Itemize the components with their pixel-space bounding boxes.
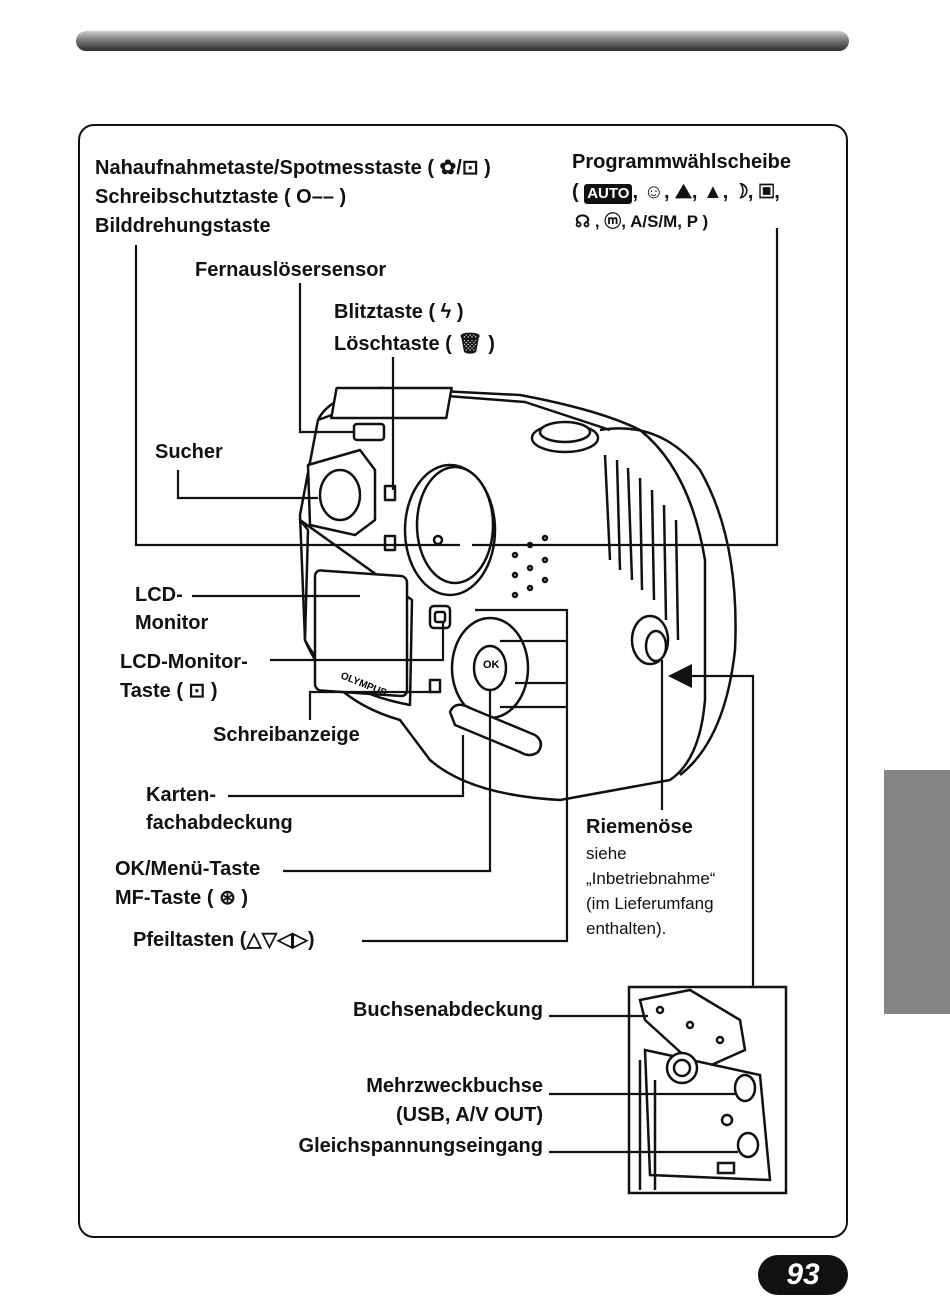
strap-note-4: enthalten). bbox=[586, 919, 667, 938]
arrow-keys-label: Pfeiltasten (△▽◁▷) bbox=[133, 929, 315, 951]
strap-eyelet-label: Riemenöse bbox=[586, 816, 693, 838]
lcd-button-label-2: Taste ( ⊡ ) bbox=[120, 680, 218, 702]
lcd-monitor-label-1: LCD- bbox=[135, 584, 183, 606]
lcd-monitor-label-2: Monitor bbox=[135, 612, 209, 634]
arrow-head bbox=[668, 664, 692, 688]
erase-button-label: Löschtaste ( 🗑 ) bbox=[334, 333, 495, 355]
strap-note-1: siehe bbox=[586, 844, 627, 863]
header-bar bbox=[76, 31, 849, 51]
camera-illustration bbox=[298, 386, 737, 802]
mode-dial-label: Programmwählscheibe bbox=[572, 151, 791, 173]
mode-dial-icons-row-2: ☊ , ⓜ, A/S/M, P ) bbox=[575, 212, 709, 231]
mode-dial-icons-row-1: ( AUTO, ☺, ⛰, ▲, ☽, ▣, bbox=[572, 181, 780, 204]
mode-dial-icons-1: , ☺, ⛰, ▲, ☽, ▣, bbox=[632, 181, 780, 203]
protect-button-label: Schreibschutztaste ( O–– ) bbox=[95, 186, 347, 208]
remote-sensor-label: Fernauslösersensor bbox=[195, 259, 387, 281]
connector-cover-label: Buchsenabdeckung bbox=[352, 999, 543, 1021]
lcd-button-label-1: LCD-Monitor- bbox=[120, 651, 248, 673]
diagram-frame bbox=[78, 124, 848, 1238]
macro-spot-button-label: Nahaufnahmetaste/Spotmesstaste ( ✿/⊡ ) bbox=[95, 157, 491, 179]
auto-mode-badge: AUTO bbox=[584, 184, 633, 204]
strap-note-3: (im Lieferumfang bbox=[586, 894, 714, 913]
mf-button-label: MF-Taste ( ⊛ ) bbox=[115, 887, 249, 909]
section-tab bbox=[884, 770, 950, 1014]
card-cover-label-1: Karten- bbox=[146, 784, 217, 806]
ok-menu-button-label: OK/Menü-Taste bbox=[115, 858, 261, 880]
rotate-button-label: Bilddrehungstaste bbox=[95, 215, 271, 237]
viewfinder-label: Sucher bbox=[155, 441, 223, 463]
dc-input-label: Gleichspannungseingang bbox=[298, 1135, 543, 1157]
ok-button-label: OK bbox=[483, 659, 500, 671]
card-cover-label-2: fachabdeckung bbox=[146, 812, 293, 834]
flash-button-label: Blitztaste ( ϟ ) bbox=[334, 301, 464, 323]
page-number: 93 bbox=[758, 1255, 848, 1295]
strap-note-2: „Inbetriebnahme“ bbox=[586, 869, 716, 888]
leader-lines bbox=[134, 228, 779, 1154]
multi-connector-label-2: (USB, A/V OUT) bbox=[395, 1104, 543, 1126]
connector-inset bbox=[627, 985, 788, 1195]
write-indicator-label: Schreibanzeige bbox=[213, 724, 360, 746]
multi-connector-label-1: Mehrzweckbuchse bbox=[366, 1075, 543, 1097]
